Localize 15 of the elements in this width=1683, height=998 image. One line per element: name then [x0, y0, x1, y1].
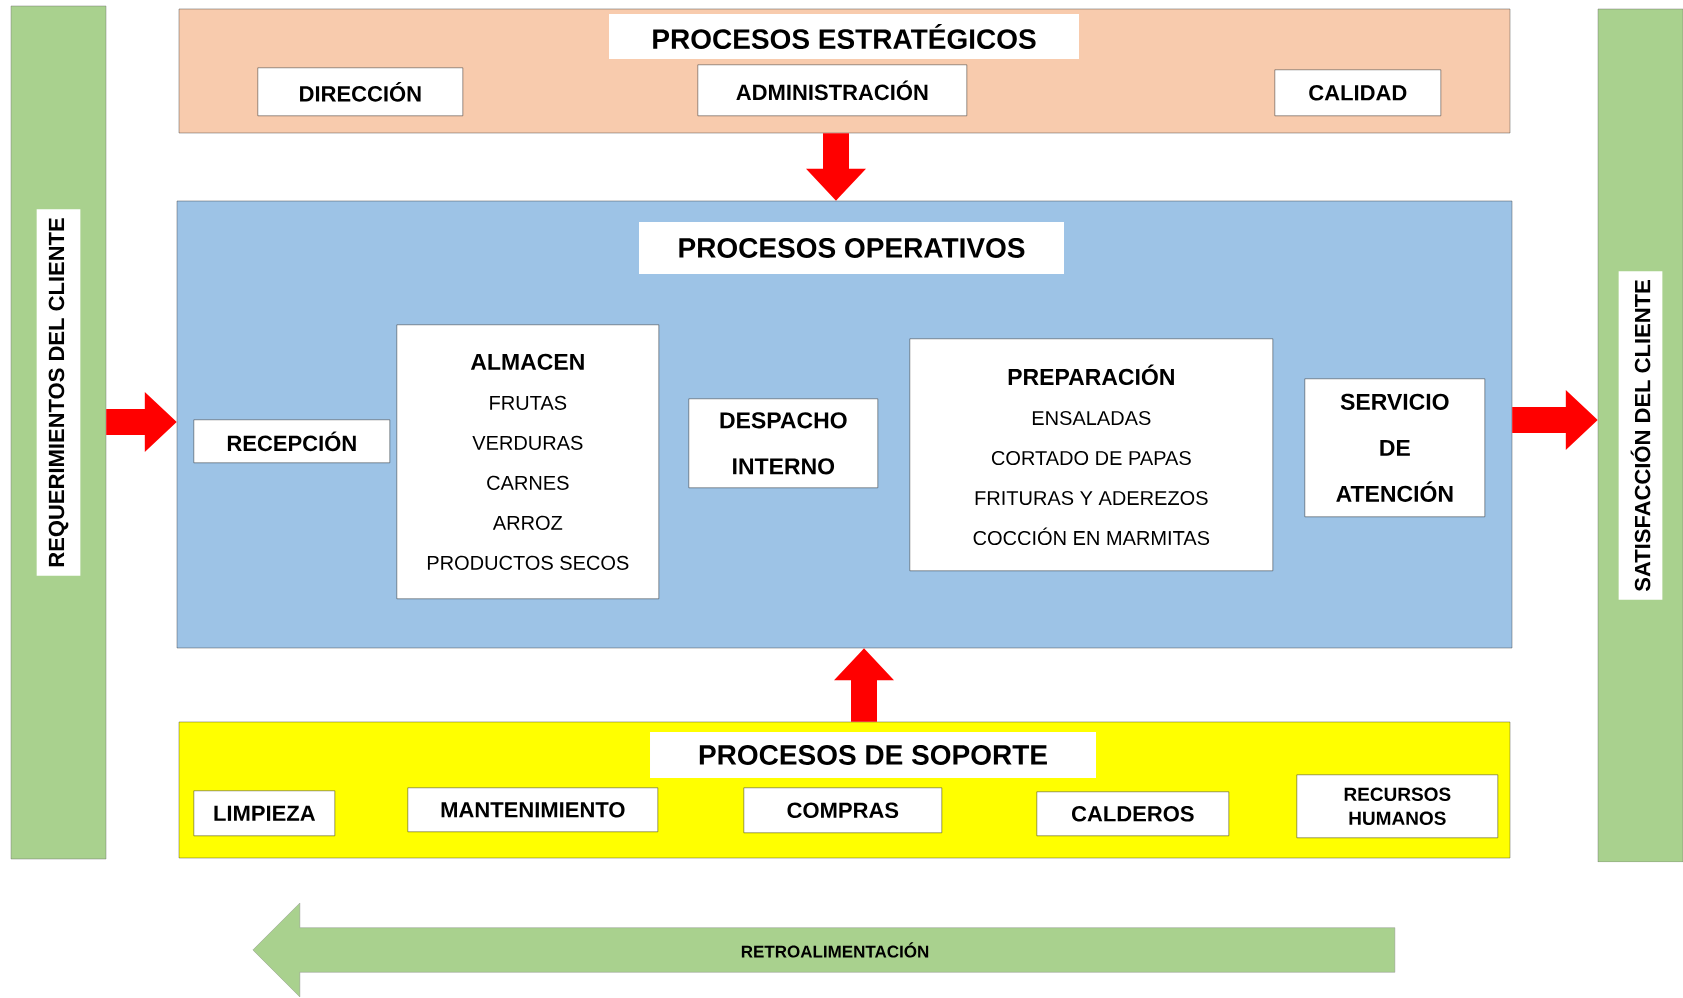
process-box: PREPARACIÓN ENSALADAS CORTADO DE PAPAS FRITURAS Y ADEREZOS COCCIÓN EN MARMITAS [909, 338, 1273, 571]
process-box: CALDEROS [1036, 791, 1229, 836]
process-box: SERVICIO DE ATENCIÓN [1304, 378, 1485, 517]
process-box: CALIDAD [1274, 69, 1441, 116]
process-box: DESPACHO INTERNO [688, 398, 878, 488]
process-box: ALMACEN FRUTAS VERDURAS CARNES ARROZ PRODUCTOS SECOS [396, 324, 659, 599]
process-box: RECEPCIÓN [193, 419, 390, 463]
side-bar: REQUERIMIENTOS DEL CLIENTE [10, 5, 107, 860]
process-box: RECURSOS HUMANOS [1296, 774, 1498, 838]
process-box: ADMINISTRACIÓN [697, 64, 967, 116]
process-box: MANTENIMIENTO [407, 787, 658, 832]
side-bar: SATISFACCIÓN DEL CLIENTE [1597, 8, 1683, 863]
process-box: COMPRAS [743, 787, 942, 833]
process-box: DIRECCIÓN [257, 67, 463, 116]
process-box: LIMPIEZA [193, 790, 335, 836]
